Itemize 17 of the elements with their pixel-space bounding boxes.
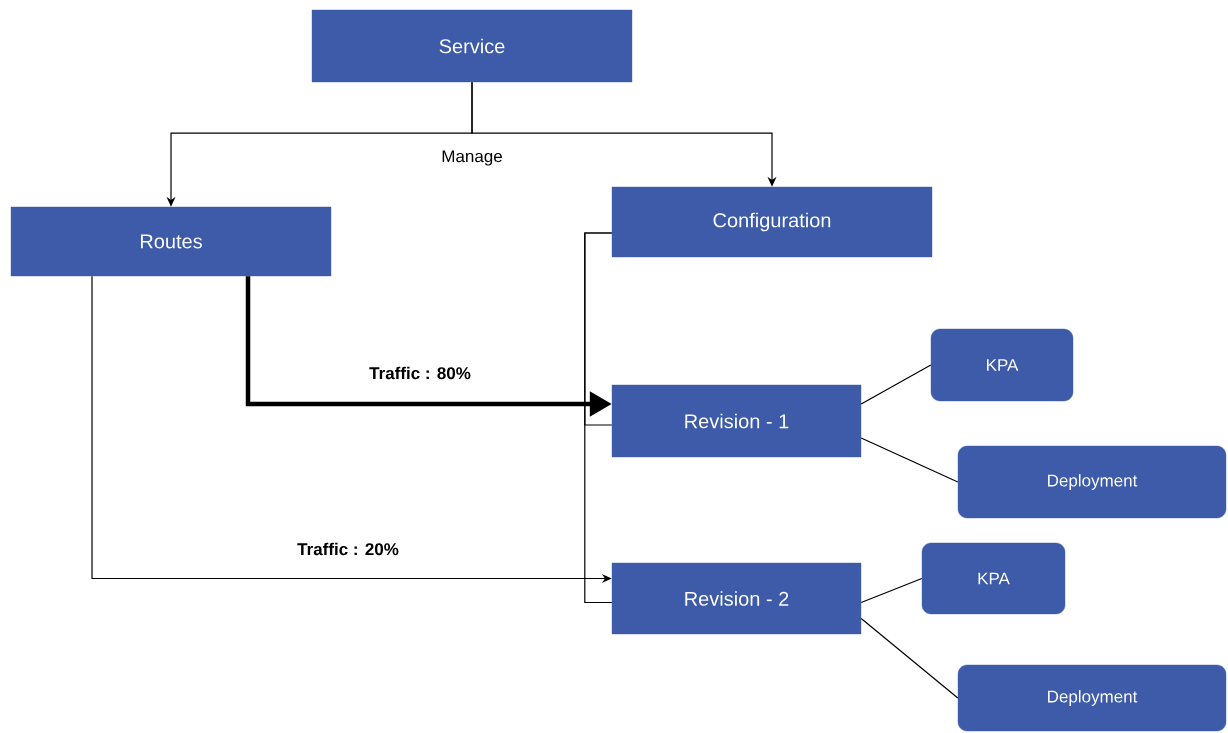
process-box: Configuration <box>611 186 933 258</box>
process-box: Revision - 2 <box>611 562 862 635</box>
connector-line <box>584 232 613 604</box>
component-box: KPA <box>930 328 1074 402</box>
component-box: Deployment <box>957 664 1227 732</box>
connector-line <box>860 437 959 483</box>
edge-label: Traffic : 20% <box>296 541 400 557</box>
connector-line <box>860 577 923 604</box>
process-box: Routes <box>10 206 332 277</box>
edge-label: Manage <box>440 149 504 167</box>
connector-line <box>860 364 932 405</box>
process-box: Service <box>311 9 633 83</box>
component-box: Deployment <box>957 445 1227 519</box>
process-box: Revision - 1 <box>611 384 862 458</box>
component-box: KPA <box>921 542 1066 615</box>
connector-line <box>860 617 959 699</box>
edge-label: Traffic : 80% <box>368 365 472 381</box>
